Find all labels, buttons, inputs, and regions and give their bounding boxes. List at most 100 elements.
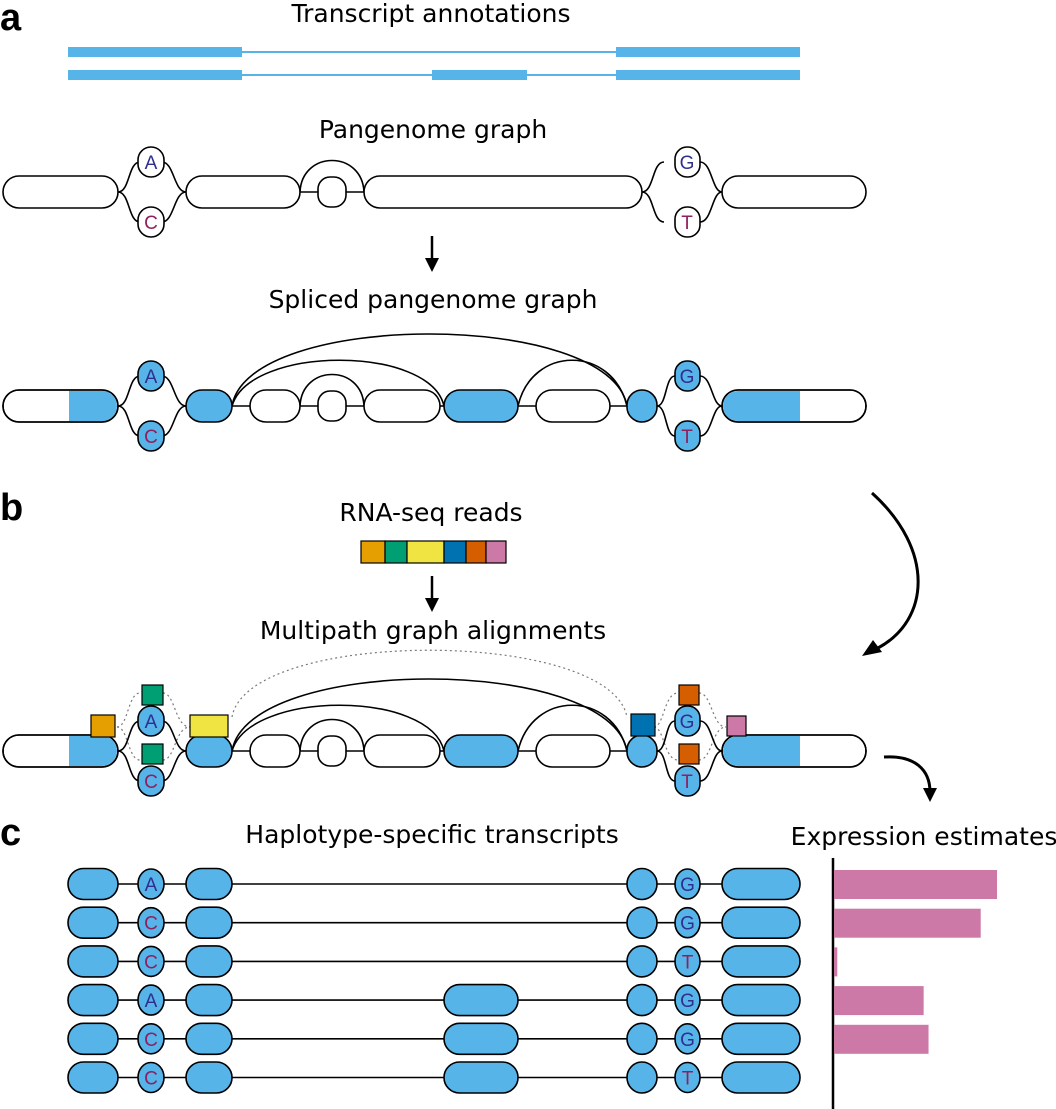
transcript-allele-node [137, 1061, 165, 1094]
allele-label: A [145, 875, 158, 896]
graph-node [535, 734, 611, 768]
graph-edge [161, 720, 187, 752]
graph-edge [699, 191, 723, 223]
graph-node [317, 176, 347, 208]
graph-node-exon [626, 734, 658, 768]
aligned-read-segment [678, 684, 700, 706]
allele-label: T [681, 427, 693, 448]
graph-edge [699, 750, 723, 782]
graph-edge [161, 161, 187, 193]
curved-arrow-icon [862, 491, 920, 656]
graph-edge [117, 161, 141, 193]
allele-label: A [145, 712, 158, 733]
splice-junction-edge [231, 678, 628, 752]
graph-node-allele-t [674, 420, 701, 452]
transcript-exon [185, 906, 233, 940]
expression-bar [834, 986, 924, 1016]
read-segment [384, 540, 408, 564]
graph-node [363, 734, 441, 768]
allele-label: C [144, 213, 158, 234]
expression-bar [834, 870, 997, 899]
graph-edge [117, 405, 141, 437]
multipath-alignment-graph: A C G T [2, 649, 867, 797]
alignment-path-edge [116, 692, 141, 728]
graph-edge [161, 405, 187, 437]
aligned-read-segment [630, 713, 656, 737]
allele-label: C [144, 952, 158, 973]
aligned-read-segment [90, 714, 116, 738]
transcript-exon [721, 1022, 801, 1056]
graph-edge [656, 375, 676, 407]
annotations-title: Transcript annotations [291, 0, 571, 28]
annotation-exon [432, 70, 527, 80]
graph-node-exon [443, 389, 519, 423]
allele-label: G [680, 712, 695, 733]
transcript-exon [67, 945, 119, 978]
alignment-path-edge [116, 726, 141, 761]
graph-edge [656, 720, 676, 752]
down-arrow-icon [425, 576, 439, 612]
graph-node [185, 175, 301, 209]
graph-node-partial-exon [2, 734, 119, 768]
transcript-allele-node [137, 1022, 165, 1055]
graph-edge [656, 405, 676, 437]
transcript-exon [185, 1022, 233, 1056]
transcript-annotations [68, 47, 800, 80]
graph-edge [299, 159, 365, 193]
splice-junction-edge [517, 704, 628, 752]
graph-node-exon [443, 734, 519, 768]
graph-node [249, 389, 301, 423]
transcript-exon [67, 983, 119, 1017]
transcript-allele-node [137, 906, 165, 939]
graph-edge [299, 718, 365, 752]
splice-junction-edge [231, 704, 445, 752]
transcript-allele-node [674, 1022, 701, 1055]
transcript-exon [721, 983, 801, 1017]
transcript-exon [67, 906, 119, 940]
graph-edge [699, 720, 723, 752]
expression-bar [834, 1024, 929, 1054]
transcript-exon [721, 1061, 801, 1094]
graph-edge [117, 720, 141, 752]
read-segment [443, 540, 467, 564]
allele-label: A [145, 991, 158, 1012]
transcript-exon [185, 983, 233, 1017]
spliced-pangenome-graph: A C G T [2, 333, 867, 452]
annotation-exon [616, 70, 800, 80]
graph-node [317, 735, 347, 767]
transcript-exon [185, 945, 233, 978]
graph-node [249, 734, 301, 768]
graph-edge [641, 161, 665, 193]
graph-node [363, 175, 643, 209]
transcript-exon [443, 983, 519, 1017]
transcript-allele-node [674, 906, 701, 939]
panel-a-label: a [0, 0, 22, 39]
annotation-exon [68, 47, 242, 57]
transcript-allele-node [674, 984, 701, 1016]
aligned-read-segment [141, 684, 164, 706]
graph-edge [161, 750, 187, 782]
transcript-allele-node [674, 945, 701, 978]
aligned-read-segment [678, 743, 700, 765]
transcript-exon [185, 1061, 233, 1094]
transcript-exon [626, 867, 658, 901]
graph-node [721, 175, 867, 209]
allele-label: T [681, 772, 693, 793]
allele-label: T [681, 213, 693, 234]
transcript-exon [443, 1061, 519, 1094]
transcript-allele-node [137, 984, 165, 1016]
transcript-exon [67, 1061, 119, 1094]
allele-label: C [144, 1030, 158, 1051]
pangenome-graph-title: Pangenome graph [319, 115, 547, 144]
graph-node-exon [626, 389, 658, 423]
graph-node-exon [185, 389, 233, 423]
transcript-allele-node [137, 945, 165, 978]
graph-node-partial-exon [721, 389, 867, 423]
graph-node-allele-t [674, 765, 701, 797]
